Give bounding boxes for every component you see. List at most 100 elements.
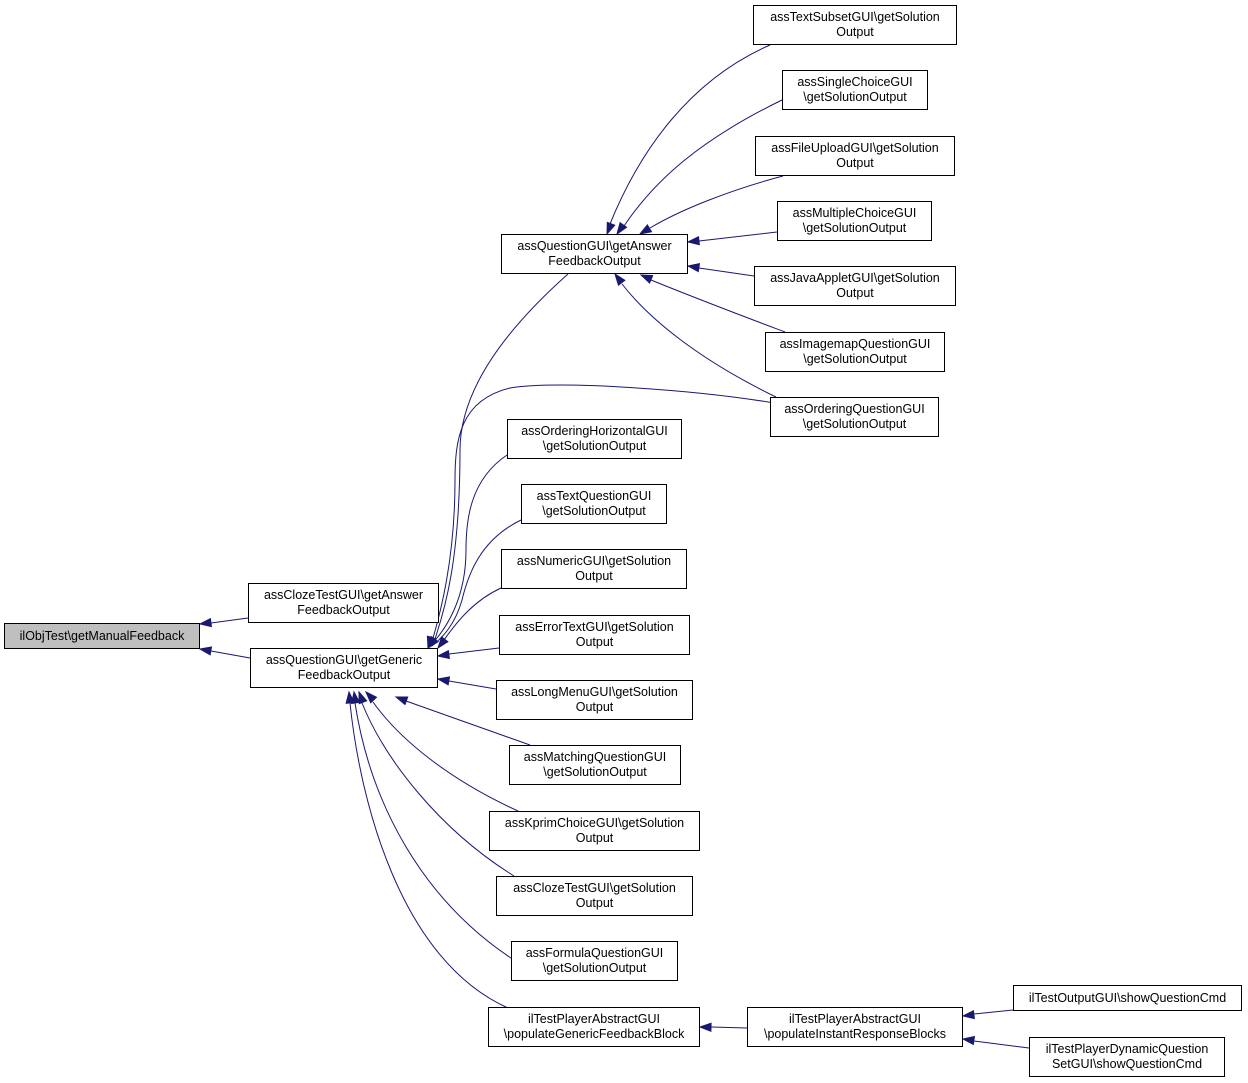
edge-multiple-choice-to-answer-arrowhead (686, 236, 700, 246)
edge-ordering-question-to-answer (621, 283, 777, 398)
node-file-upload[interactable]: assFileUploadGUI\getSolution Output (755, 136, 955, 176)
node-kprim[interactable]: assKprimChoiceGUI\getSolution Output (489, 811, 700, 851)
node-java-applet-line-1: assJavaAppletGUI\getSolution (770, 271, 940, 285)
node-single-choice[interactable]: assSingleChoiceGUI \getSolutionOutput (782, 70, 928, 110)
edge-populate-generic-to-generic-arrowhead (345, 690, 355, 704)
node-java-applet-line-2: Output (836, 286, 874, 300)
node-error-text-line-2: Output (575, 635, 614, 649)
node-error-text-line-1: assErrorTextGUI\getSolution (515, 620, 674, 634)
edge-answer-to-generic (432, 273, 569, 646)
node-error-text[interactable]: assErrorTextGUI\getSolution Output (499, 615, 690, 655)
node-root-line-1: ilObjTest\getManualFeedback (19, 628, 185, 643)
edge-text-question-to-generic-arrowhead (427, 635, 439, 650)
edge-cloze-solution-to-generic (361, 702, 515, 877)
edge-java-applet-to-answer-arrowhead (686, 263, 701, 273)
node-kprim-line-2: Output (575, 831, 614, 845)
node-dynamic-show-question-line-2: SetGUI\showQuestionCmd (1051, 1057, 1203, 1071)
edge-populate-instant-to-populate-generic-arrowhead (698, 1022, 712, 1032)
edge-error-text-to-generic-arrowhead (436, 649, 451, 660)
node-java-applet[interactable]: assJavaAppletGUI\getSolution Output (754, 266, 956, 306)
edge-dynamic-show-to-populate-instant (973, 1040, 1030, 1049)
node-ordering-horizontal-line-2: \getSolutionOutput (542, 439, 647, 453)
node-single-choice-line-1: assSingleChoiceGUI (797, 75, 913, 89)
edge-java-applet-to-answer (698, 267, 755, 277)
node-cloze-answer-feedback-line-2: FeedbackOutput (297, 603, 390, 617)
node-long-menu-line-1: assLongMenuGUI\getSolution (511, 685, 678, 699)
node-cloze-solution-line-2: Output (575, 896, 614, 910)
edge-ordering-horizontal-to-generic (430, 454, 508, 646)
node-text-subset-line-2: Output (836, 25, 874, 39)
edge-populate-generic-to-generic (349, 702, 509, 1009)
node-ordering-horizontal-line-1: assOrderingHorizontalGUI (521, 424, 668, 438)
edge-output-show-to-populate-instant (973, 1009, 1014, 1015)
edge-dynamic-show-to-populate-instant-arrowhead (961, 1035, 976, 1046)
node-text-question[interactable]: assTextQuestionGUI \getSolutionOutput (521, 484, 667, 524)
node-populate-generic-line-2: \populateGenericFeedbackBlock (503, 1027, 685, 1041)
edge-imagemap-to-answer-arrowhead (639, 274, 654, 284)
node-imagemap-line-2: \getSolutionOutput (803, 352, 907, 366)
node-output-show-question[interactable]: ilTestOutputGUI\showQuestionCmd (1013, 985, 1242, 1011)
edge-formula-to-generic (354, 702, 518, 963)
edge-generic-to-root (210, 650, 251, 659)
node-text-subset-line-1: assTextSubsetGUI\getSolution (770, 10, 940, 24)
edge-kprim-to-generic-arrowhead (364, 690, 378, 704)
node-populate-instant[interactable]: ilTestPlayerAbstractGUI \populateInstant… (747, 1007, 963, 1047)
node-formula-line-1: assFormulaQuestionGUI (525, 946, 664, 960)
node-output-show-question-line-1: ilTestOutputGUI\showQuestionCmd (1028, 990, 1227, 1005)
edge-generic-to-root-arrowhead (198, 646, 213, 656)
node-generic-feedback-line-1: assQuestionGUI\getGeneric (265, 653, 423, 667)
edge-text-question-to-generic (431, 519, 522, 647)
edge-output-show-to-populate-instant-arrowhead (961, 1009, 975, 1020)
node-generic-feedback[interactable]: assQuestionGUI\getGeneric FeedbackOutput (250, 648, 438, 688)
node-multiple-choice[interactable]: assMultipleChoiceGUI \getSolutionOutput (777, 201, 932, 241)
node-multiple-choice-line-2: \getSolutionOutput (802, 221, 907, 235)
node-imagemap[interactable]: assImagemapQuestionGUI \getSolutionOutpu… (765, 332, 945, 372)
node-matching-line-1: assMatchingQuestionGUI (523, 750, 667, 764)
node-matching[interactable]: assMatchingQuestionGUI \getSolutionOutpu… (509, 745, 681, 785)
node-populate-generic-line-1: ilTestPlayerAbstractGUI (528, 1012, 660, 1026)
node-ordering-question-line-2: \getSolutionOutput (802, 417, 907, 431)
edge-kprim-to-generic (372, 701, 519, 812)
edge-imagemap-to-answer (650, 279, 786, 333)
edge-error-text-to-generic (448, 647, 500, 655)
node-populate-instant-line-2: \populateInstantResponseBlocks (763, 1027, 947, 1041)
node-cloze-answer-feedback-line-1: assClozeTestGUI\getAnswer (263, 588, 424, 602)
edge-numeric-to-generic (443, 587, 502, 641)
edge-file-upload-to-answer (649, 175, 784, 229)
node-ordering-question[interactable]: assOrderingQuestionGUI \getSolutionOutpu… (770, 397, 939, 437)
edge-single-choice-to-answer (623, 99, 783, 227)
edge-matching-to-generic (405, 700, 531, 746)
edge-ordering-question-to-answer-arrowhead (614, 272, 626, 287)
node-text-question-line-1: assTextQuestionGUI (536, 489, 652, 503)
edge-text-subset-to-answer (609, 44, 771, 225)
node-ordering-horizontal[interactable]: assOrderingHorizontalGUI \getSolutionOut… (507, 419, 682, 459)
node-long-menu[interactable]: assLongMenuGUI\getSolution Output (496, 680, 693, 720)
edge-file-upload-to-answer-arrowhead (638, 224, 653, 235)
edge-long-menu-to-generic (448, 680, 497, 690)
node-numeric[interactable]: assNumericGUI\getSolution Output (501, 549, 687, 589)
node-formula-line-2: \getSolutionOutput (542, 961, 647, 975)
node-dynamic-show-question[interactable]: ilTestPlayerDynamicQuestion SetGUI\showQ… (1029, 1037, 1225, 1077)
node-long-menu-line-2: Output (575, 700, 614, 714)
node-text-question-line-2: \getSolutionOutput (542, 504, 646, 518)
node-populate-generic[interactable]: ilTestPlayerAbstractGUI \populateGeneric… (488, 1007, 700, 1047)
node-dynamic-show-question-line-1: ilTestPlayerDynamicQuestion (1045, 1042, 1209, 1056)
node-text-subset[interactable]: assTextSubsetGUI\getSolution Output (753, 5, 957, 45)
node-formula[interactable]: assFormulaQuestionGUI \getSolutionOutput (511, 941, 678, 981)
node-cloze-solution[interactable]: assClozeTestGUI\getSolution Output (496, 876, 693, 916)
edge-cloze-solution-to-generic-arrowhead (358, 690, 368, 705)
node-cloze-answer-feedback[interactable]: assClozeTestGUI\getAnswer FeedbackOutput (248, 583, 439, 623)
node-single-choice-line-2: \getSolutionOutput (803, 90, 907, 104)
node-populate-instant-line-1: ilTestPlayerAbstractGUI (789, 1012, 921, 1026)
node-answer-feedback-line-1: assQuestionGUI\getAnswer (517, 239, 672, 253)
node-generic-feedback-line-2: FeedbackOutput (297, 668, 391, 682)
node-multiple-choice-line-1: assMultipleChoiceGUI (792, 206, 917, 220)
node-cloze-solution-line-1: assClozeTestGUI\getSolution (513, 881, 676, 895)
node-answer-feedback[interactable]: assQuestionGUI\getAnswer FeedbackOutput (501, 234, 688, 274)
edge-single-choice-to-answer-arrowhead (616, 221, 628, 236)
node-root: ilObjTest\getManualFeedback (4, 623, 200, 649)
edge-matching-to-generic-arrowhead (394, 696, 409, 706)
node-numeric-line-1: assNumericGUI\getSolution (516, 554, 672, 568)
